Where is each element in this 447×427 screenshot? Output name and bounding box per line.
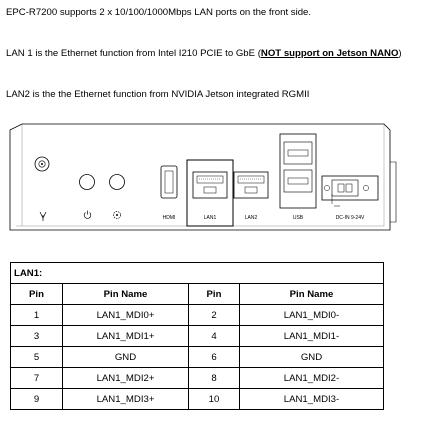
pin-name: LAN1_MDI1+ (62, 325, 189, 347)
pin-name: GND (62, 346, 189, 368)
lan2-label: LAN2 (245, 215, 258, 221)
table-row: 7 LAN1_MDI2+ 8 LAN1_MDI2- (10, 367, 384, 389)
power-icon (83, 210, 92, 219)
lan1-highlight-box (186, 159, 234, 227)
table-header-row: Pin Pin Name Pin Pin Name (10, 283, 384, 305)
pin-name: LAN1_MDI0- (239, 304, 384, 326)
usb-ports (279, 133, 317, 209)
reset-icon (113, 211, 121, 219)
header-pin-name: Pin Name (239, 283, 384, 305)
table-title-row: LAN1: (10, 262, 384, 284)
usb-label: USB (293, 215, 304, 221)
lan1-port (192, 171, 228, 199)
lan1-description-prefix: LAN 1 is the Ethernet function from Inte… (6, 48, 261, 59)
pin-number: 5 (10, 346, 63, 368)
hdmi-port (160, 165, 178, 199)
dc-in-connector (321, 175, 379, 207)
pin-number: 8 (188, 367, 240, 389)
pin-name: LAN1_MDI2+ (62, 367, 189, 389)
pin-number: 2 (188, 304, 240, 326)
reset-button (109, 174, 125, 190)
header-pin-name: Pin Name (62, 283, 189, 305)
chassis-outline (9, 123, 391, 231)
table-title: LAN1: (10, 262, 384, 284)
table-row: 3 LAN1_MDI1+ 4 LAN1_MDI1- (10, 325, 384, 347)
table-row: 9 LAN1_MDI3+ 10 LAN1_MDI3- (10, 388, 384, 410)
lan1-description: LAN 1 is the Ethernet function from Inte… (6, 48, 402, 59)
header-pin: Pin (10, 283, 63, 305)
table-row: 5 GND 6 GND (10, 346, 384, 368)
pin-number: 7 (10, 367, 63, 389)
pin-name: GND (239, 346, 384, 368)
antenna-connector (34, 156, 50, 172)
lan1-nano-warning: NOT support on Jetson NANO (260, 48, 399, 59)
pin-number: 1 (10, 304, 63, 326)
antenna-icon (39, 211, 47, 221)
lan2-description: LAN2 is the the Ethernet function from N… (6, 89, 310, 100)
dc-in-label: DC-IN 9-24V (336, 215, 365, 221)
lan1-pin-table: LAN1: Pin Pin Name Pin Pin Name 1 LAN1_M… (10, 262, 384, 410)
pin-number: 4 (188, 325, 240, 347)
pin-name: LAN1_MDI3+ (62, 388, 189, 410)
pin-number: 10 (188, 388, 240, 410)
pin-number: 9 (10, 388, 63, 410)
table-row: 1 LAN1_MDI0+ 2 LAN1_MDI0- (10, 304, 384, 326)
pin-name: LAN1_MDI1- (239, 325, 384, 347)
intro-line: EPC-R7200 supports 2 x 10/100/1000Mbps L… (6, 7, 312, 18)
front-panel-diagram: HDMI LAN1 LAN2 USB DC-IN 9-24V (9, 123, 397, 231)
header-pin: Pin (188, 283, 240, 305)
power-button (79, 174, 95, 190)
hdmi-label: HDMI (163, 215, 176, 221)
lan1-description-suffix: ) (398, 48, 402, 59)
pin-number: 3 (10, 325, 63, 347)
lan2-port (233, 171, 269, 199)
pin-name: LAN1_MDI3- (239, 388, 384, 410)
lan1-label: LAN1 (204, 215, 217, 221)
pin-name: LAN1_MDI0+ (62, 304, 189, 326)
pin-number: 6 (188, 346, 240, 368)
pin-name: LAN1_MDI2- (239, 367, 384, 389)
